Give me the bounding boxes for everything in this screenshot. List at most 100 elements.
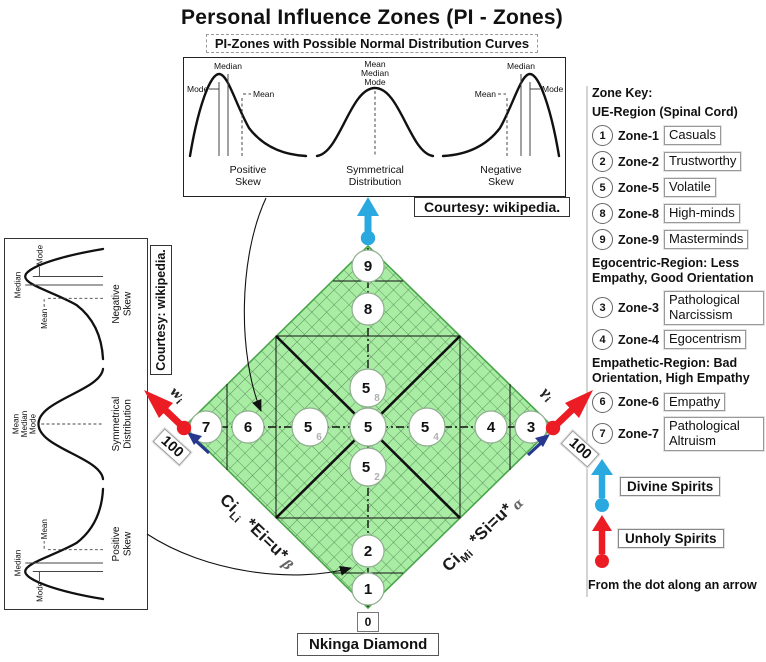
curve-caption: Skew [123, 531, 134, 556]
subtitle-box: PI-Zones with Possible Normal Distributi… [205, 34, 539, 53]
curve-caption: Negative [111, 284, 122, 324]
zone-circle-8 [351, 292, 385, 326]
unholy-arrow-right-head [565, 390, 593, 418]
curve-caption: Distribution [123, 399, 134, 449]
zone-key-item-7: 7 Zone-7 Pathological Altruism [592, 416, 766, 452]
zone-id-label: Zone-6 [618, 395, 659, 409]
zone-name-box: Casuals [662, 125, 722, 147]
zone-name-box: Egocentrism [662, 329, 748, 351]
legend-unholy-dot [595, 554, 609, 568]
mode-label: Mode [542, 84, 564, 94]
origin-box: 0 [357, 612, 379, 632]
section-title-line: Empathetic-Region: Bad [592, 355, 738, 370]
zone-circle-label: 1 [364, 581, 372, 598]
legend-divine-label: Divine Spirits [618, 476, 722, 497]
median-label: Median [13, 550, 22, 576]
zone-circle-label: 2 [364, 543, 372, 560]
curve-positive-skew: Mode Median Mean Positive Skew [13, 487, 134, 602]
zone-circle-label: 5 [364, 419, 372, 436]
zone-circles: 9 8 5 8 5 5 2 2 1 7 6 5 6 5 4 [189, 249, 548, 606]
mean-label: Mean [12, 414, 21, 434]
mode-label: Mode [187, 84, 209, 94]
zone-circle-label: 3 [527, 419, 535, 436]
zone-id-label: Zone-9 [618, 232, 659, 247]
zone-circle-subscript: 6 [316, 432, 322, 443]
section-title-line: Egocentric-Region: Less [592, 255, 740, 270]
zone-number-circle: 5 [592, 177, 613, 199]
zone-circle-label: 9 [364, 258, 372, 275]
distribution-panel-left [4, 238, 148, 610]
mean-label: Mean [40, 519, 49, 539]
curve-negative-skew: Mode Median Mean Negative Skew [441, 61, 564, 188]
zone-key-item-8: 8 Zone-8 High-minds [592, 203, 764, 225]
mean-label: Mean [364, 59, 386, 69]
legend-note: From the dot along an arrow [588, 578, 757, 592]
curve-caption: Skew [235, 176, 261, 188]
zone-name-box: Masterminds [662, 229, 750, 251]
connector-top-panel-arrow [243, 197, 267, 412]
unholy-arrow-left-head [144, 390, 173, 418]
courtesy-label-top: Courtesy: wikipedia. [414, 197, 571, 217]
page-title: Personal Influence Zones (PI - Zones) [181, 6, 563, 29]
connector-left-panel-arrow [146, 533, 352, 576]
zone-name-box: Pathological Altruism [662, 416, 766, 452]
curve-caption: Distribution [348, 176, 401, 188]
zone-circle-9 [351, 249, 385, 283]
divine-dot [360, 230, 376, 246]
section-title-ue-region: UE-Region (Spinal Cord) [592, 105, 738, 119]
zone-circle-label: 5 [421, 419, 429, 436]
zone-id-label: Zone-2 [618, 154, 659, 169]
zone-circle-5-6 [291, 407, 329, 447]
navy-pointer-right-shaft [526, 441, 543, 457]
zone-name-box: Empathy [662, 391, 727, 413]
zone-circle-2 [351, 534, 385, 568]
zone-circle-label: 5 [304, 419, 312, 436]
zone-circle-subscript: 4 [433, 432, 439, 443]
zone-circle-label: 5 [362, 459, 370, 476]
zone-number-circle: 4 [592, 329, 613, 351]
curve-symmetrical: Mean Median Mode Symmetrical Distributio… [315, 59, 434, 188]
median-label: Median [507, 61, 535, 71]
legend-divine-arrow-head [591, 459, 613, 475]
zone-key-item-1: 1 Zone-1 Casuals [592, 125, 764, 147]
mode-label: Mode [29, 413, 38, 434]
zone-circle-4 [474, 410, 508, 444]
navy-pointer-left-head [187, 432, 202, 445]
zone-key-item-6: 6 Zone-6 Empathy [592, 391, 764, 413]
median-label: Median [20, 411, 29, 437]
zone-key-item-9: 9 Zone-9 Masterminds [592, 229, 764, 251]
legend-divine-dot [595, 498, 609, 512]
section-title-egocentric: Egocentric-Region: Less Empathy, Good Or… [592, 256, 764, 287]
zone-number-circle: 9 [592, 229, 613, 251]
zone-key-item-5: 5 Zone-5 Volatile [592, 177, 764, 199]
mode-label: Mode [35, 244, 44, 265]
zone-id-label: Zone-1 [618, 128, 659, 143]
zone-id-label: Zone-3 [618, 300, 659, 315]
section-title-empathetic: Empathetic-Region: Bad Orientation, High… [592, 356, 764, 387]
curve-caption: Symmetrical [111, 397, 122, 452]
curve-caption: Positive [230, 164, 267, 176]
zone-number-circle: 6 [592, 391, 613, 413]
legend-unholy-arrow-head [592, 515, 612, 531]
zone-circle-1 [351, 572, 385, 606]
section-title-line: Empathy, Good Orientation [592, 271, 754, 286]
distribution-panel-top: Mode Median Mean Positive Skew Mean Medi… [183, 57, 566, 197]
zone-number-circle: 8 [592, 203, 613, 225]
curve-caption: Positive [111, 526, 122, 561]
zone-id-label: Zone-4 [618, 332, 659, 347]
zone-id-label: Zone-5 [618, 180, 659, 195]
curve-symmetrical: Mean Median Mode Symmetrical Distributio… [12, 367, 134, 481]
legend-unholy-label: Unholy Spirits [617, 528, 725, 549]
zone-circle-subscript: 8 [374, 393, 380, 404]
curve-caption: Skew [488, 176, 514, 188]
median-label: Median [13, 272, 22, 298]
zone-name-box: High-minds [662, 203, 741, 225]
zone-id-label: Zone-8 [618, 206, 659, 221]
divine-arrow-head [357, 197, 379, 216]
zone-circle-5 [349, 407, 387, 447]
zone-key-heading: Zone Key: [592, 86, 653, 100]
distribution-strip-rotated: Mode Median Mean Positive Skew Mean Medi… [10, 244, 142, 604]
zone-number-circle: 2 [592, 151, 613, 173]
diamond-caption: Nkinga Diamond [297, 633, 440, 656]
mean-label: Mean [253, 89, 275, 99]
